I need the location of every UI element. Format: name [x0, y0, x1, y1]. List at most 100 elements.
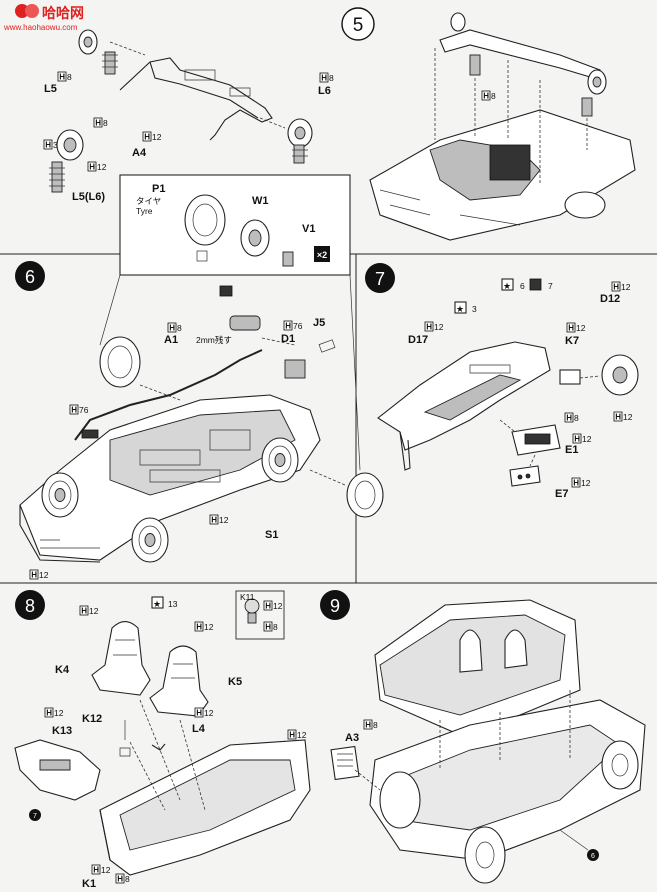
tyre-en: Tyre [136, 206, 153, 216]
step5-h8b: 8 [329, 73, 334, 83]
step-9-number: 9 [330, 596, 340, 616]
part-L5: L5 [44, 83, 57, 95]
watermark-logo: 哈哈网 www.haohaowu.com [3, 4, 84, 32]
paint-brush-icon [219, 285, 233, 297]
step-5: 5 8 L5 8 L6 12 A4 [43, 7, 636, 241]
step-9-badge [320, 590, 350, 620]
step7-star6: 6 [520, 281, 525, 291]
step5-h3: 3 [53, 140, 58, 150]
svg-text:★: ★ [153, 599, 161, 609]
part-V1: V1 [302, 223, 315, 235]
chassis-step5 [369, 12, 636, 241]
part-K11: K11 [240, 592, 255, 602]
step7-h12f: 12 [581, 478, 591, 488]
part-E1: E1 [565, 444, 578, 456]
step8-h8b: 8 [125, 874, 130, 884]
final-assembly [330, 599, 646, 884]
step5-h12b: 12 [97, 162, 107, 172]
step7-h12a: 12 [434, 322, 444, 332]
star-3-marker: ★ [454, 301, 467, 314]
step-6: 6 A1 8 2mm残す 76 D1 [15, 261, 384, 580]
part-E7: E7 [555, 488, 568, 500]
step8-h12a: 12 [273, 601, 283, 611]
part-A4: A4 [132, 147, 147, 159]
step6-h12a: 12 [219, 515, 229, 525]
note-2mm: 2mm残す [196, 335, 232, 345]
step6-h76b: 76 [79, 405, 89, 415]
detail-times2: ×2 [317, 250, 327, 260]
step7-star7: 7 [548, 281, 553, 291]
part-L4: L4 [192, 723, 206, 735]
step5-h12a: 12 [152, 132, 162, 142]
ref-step6-badge [587, 849, 599, 861]
part-L5L6: L5(L6) [72, 191, 105, 203]
part-D17: D17 [408, 334, 428, 346]
svg-text:★: ★ [503, 281, 511, 291]
interior-tub [14, 598, 311, 876]
step5-h8a: 8 [67, 72, 72, 82]
step8-h12c: 12 [204, 622, 214, 632]
step9-h8: 8 [373, 720, 378, 730]
step5-h8d: 8 [491, 91, 496, 101]
part-W1: W1 [252, 195, 269, 207]
part-K13: K13 [52, 725, 72, 737]
tyre-jp: タイヤ [136, 196, 161, 206]
step-5-number: 5 [353, 15, 364, 36]
step8-h12b: 12 [89, 606, 99, 616]
svg-text:★: ★ [456, 304, 464, 314]
step8-h12g: 12 [101, 865, 111, 875]
step8-h8a: 8 [273, 622, 278, 632]
part-S1: S1 [265, 529, 278, 541]
step-8-badge [15, 590, 45, 620]
part-J5: J5 [313, 317, 325, 329]
step8-h12d: 12 [54, 708, 64, 718]
step7-star3: 3 [472, 304, 477, 314]
step8-star13: 13 [168, 599, 178, 609]
star-6-marker: ★ [501, 278, 514, 291]
dashboard [377, 341, 639, 487]
part-K12: K12 [82, 713, 102, 725]
chassis-step6 [19, 315, 384, 563]
step7-h12c: 12 [576, 323, 586, 333]
step6-h8: 8 [177, 323, 182, 333]
step-8: 8 K11 12 8 ★ 13 12 [14, 590, 311, 890]
part-A3: A3 [345, 732, 359, 744]
part-K7: K7 [565, 335, 579, 347]
part-K5: K5 [228, 676, 242, 688]
step-7-badge [365, 263, 395, 293]
step5-h8c: 8 [103, 118, 108, 128]
part-K4: K4 [55, 664, 70, 676]
part-L6: L6 [318, 85, 331, 97]
part-D12: D12 [600, 293, 620, 305]
star-13-marker: ★ [151, 596, 164, 609]
ref-step6-number: 6 [591, 853, 595, 860]
wheel-detail-box: P1 タイヤ Tyre W1 V1 ×2 [99, 174, 361, 471]
step7-h8: 8 [574, 413, 579, 423]
watermark-site-url: www.haohaowu.com [3, 23, 78, 32]
step8-h12e: 12 [204, 708, 214, 718]
ref-step7-number: 7 [33, 813, 37, 820]
step7-h12b: 12 [621, 282, 631, 292]
step7-h12d: 12 [623, 412, 633, 422]
step-7: 7 ★ 3 ★ 6 7 12 D17 12 D12 12 K7 [365, 263, 639, 500]
step-5-badge [341, 7, 375, 41]
bulb-box [235, 590, 285, 640]
suspension-exploded [49, 29, 313, 193]
part-D1: D1 [281, 333, 295, 345]
step-9: 9 8 A3 6 [320, 590, 646, 884]
step-6-number: 6 [25, 267, 35, 287]
ref-step7-badge [29, 809, 41, 821]
step-6-badge [15, 261, 45, 291]
part-A1: A1 [164, 334, 178, 346]
checker-icon [529, 278, 542, 291]
step-8-number: 8 [25, 596, 35, 616]
step-7-number: 7 [375, 269, 385, 289]
part-K1: K1 [82, 878, 96, 890]
watermark-site-cn: 哈哈网 [42, 5, 84, 21]
step6-h76a: 76 [293, 321, 303, 331]
step7-h12e: 12 [582, 434, 592, 444]
step6-h12b: 12 [39, 570, 49, 580]
part-P1: P1 [152, 183, 165, 195]
step8-h12f: 12 [297, 730, 307, 740]
